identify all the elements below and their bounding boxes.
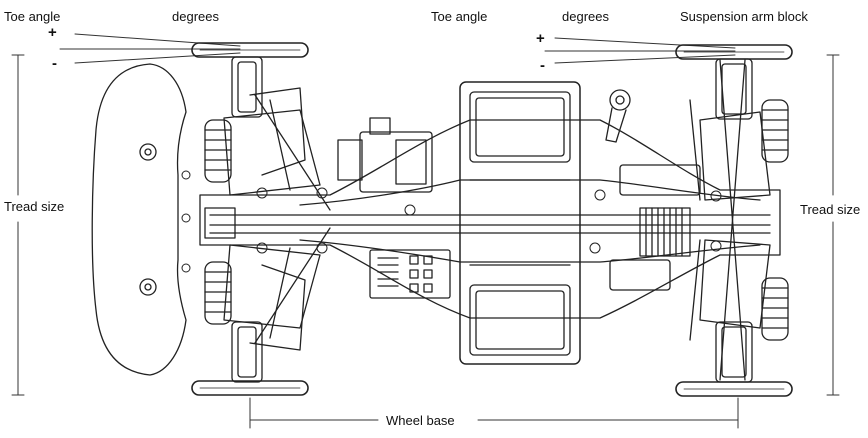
toe-angle-lines-rear: [544, 37, 736, 64]
tread-size-guides: [11, 54, 840, 396]
upper-deck-rail-bottom: [299, 239, 761, 263]
center-shaft: [204, 207, 771, 239]
body-post-lower: [139, 278, 157, 296]
battery-pack: [459, 81, 581, 365]
rear-suspension: [689, 58, 771, 383]
toe-angle-lines-front: [59, 33, 241, 64]
chassis-plate: [199, 119, 781, 319]
esc-unit: [369, 249, 451, 299]
front-damper-bottom: [204, 261, 232, 325]
toe-plus-rear: +: [536, 30, 545, 47]
steering-link: [605, 89, 631, 143]
degrees-label-rear: degrees: [562, 9, 609, 24]
front-wheel-bottom: [191, 380, 309, 396]
rear-damper-bottom: [761, 277, 789, 341]
wheel-base-label: Wheel base: [386, 413, 455, 428]
screws: [181, 170, 722, 273]
toe-minus-front: -: [52, 55, 57, 72]
toe-angle-label-rear: Toe angle: [431, 9, 488, 24]
servo-box: [337, 117, 433, 193]
wheel-base-guide: [249, 397, 739, 429]
tread-size-label-left: Tread size: [4, 199, 65, 214]
tread-size-label-right: Tread size: [800, 202, 861, 217]
front-body-shell: [91, 63, 187, 376]
toe-angle-label-front: Toe angle: [4, 9, 61, 24]
toe-minus-rear: -: [540, 57, 545, 74]
rear-damper-top: [761, 99, 789, 163]
motor-gearbox: [609, 164, 701, 291]
suspension-arm-block-label: Suspension arm block: [680, 9, 808, 24]
degrees-label-front: degrees: [172, 9, 219, 24]
front-damper-top: [204, 119, 232, 183]
front-suspension: [223, 56, 331, 383]
rear-wheel-bottom: [675, 381, 793, 397]
toe-plus-front: +: [48, 24, 57, 41]
body-post-upper: [139, 143, 157, 161]
